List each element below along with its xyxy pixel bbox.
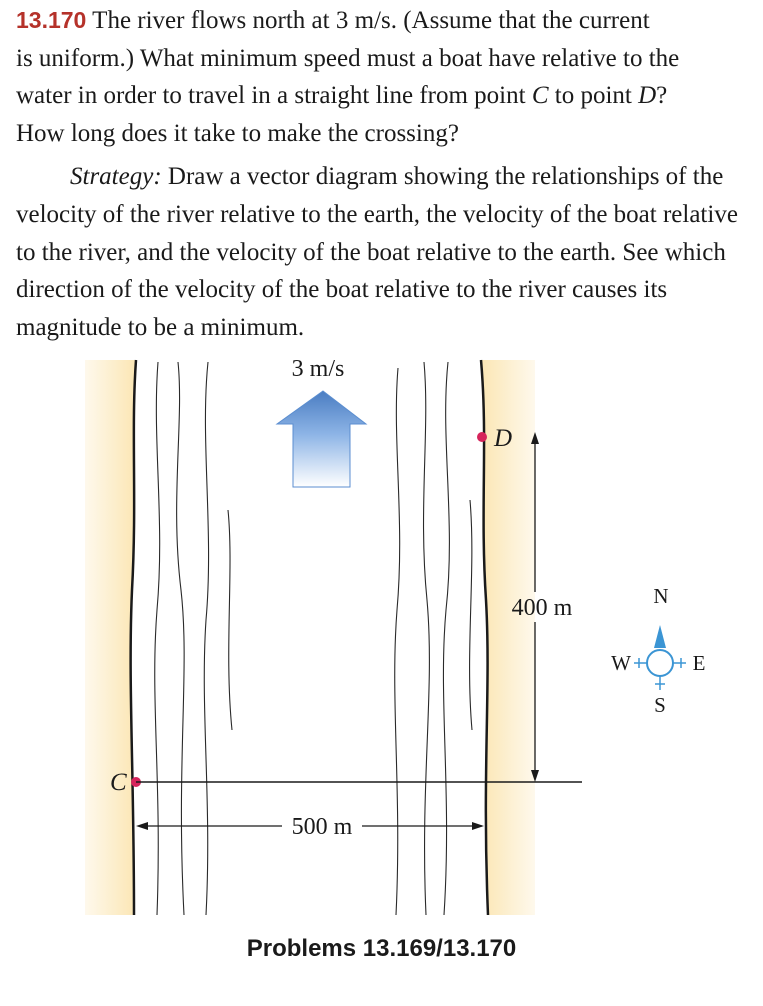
- problem-number: 13.170: [16, 7, 87, 33]
- vertical-dimension-label: 400 m: [512, 595, 573, 621]
- point-d-label: D: [493, 425, 512, 452]
- figure-caption: Problems 13.169/13.170: [246, 935, 517, 962]
- horizontal-dimension: [136, 822, 484, 830]
- river-figure: 3 m/s D C 400 m 500 m N S W E: [85, 356, 706, 916]
- compass-east-label: E: [693, 651, 706, 675]
- flow-arrow: [275, 390, 368, 488]
- compass-icon: [634, 625, 686, 690]
- strategy-paragraph: Strategy: Draw a vector diagram showing …: [16, 158, 751, 346]
- point-c-label: C: [110, 769, 127, 796]
- compass-north-label: N: [653, 584, 668, 608]
- left-bank: [85, 360, 136, 915]
- right-bank: [481, 360, 535, 915]
- problem-statement: 13.170 The river flows north at 3 m/s. (…: [16, 2, 751, 346]
- compass-south-label: S: [654, 693, 666, 717]
- vertical-dimension: [531, 432, 539, 782]
- horizontal-dimension-label: 500 m: [292, 814, 353, 840]
- compass-west-label: W: [611, 651, 631, 675]
- flow-label: 3 m/s: [292, 356, 345, 382]
- strategy-label: Strategy:: [70, 163, 162, 191]
- problem-text: 13.170 The river flows north at 3 m/s. (…: [16, 7, 680, 147]
- current-lines: [154, 361, 473, 916]
- point-d-marker: [477, 432, 487, 442]
- left-shoreline: [129, 359, 138, 916]
- strategy-text: Draw a vector diagram showing the relati…: [16, 163, 738, 341]
